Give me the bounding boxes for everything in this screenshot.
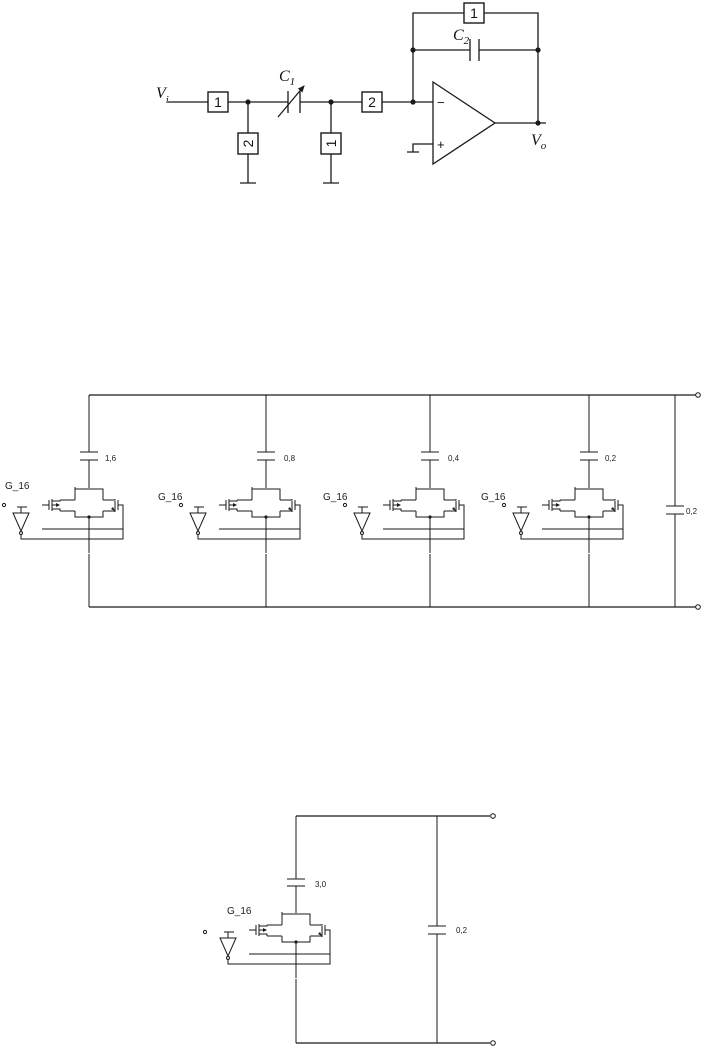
bank-terminal-top — [696, 393, 701, 398]
single-gate-label: G_16 — [227, 906, 252, 917]
vi-label: Vi — [156, 85, 169, 106]
bank-stage-4: 0,2 G_16 — [481, 395, 623, 607]
bank-shunt-cap-value: 0,2 — [686, 507, 698, 516]
switch-box-2-shunt-label: 2 — [240, 139, 256, 147]
bank-stage-3: 0,4 G_16 — [323, 395, 464, 607]
capacitor-c2 — [413, 39, 538, 61]
node-output — [535, 120, 540, 125]
single-series-capacitor — [287, 879, 305, 886]
single-capacitor-figure: 3,0 G_16 0,2 — [203, 814, 495, 1046]
bank-stage-3-switch — [354, 487, 464, 553]
bank-stage-2-cap-value: 0,8 — [284, 454, 296, 463]
c2-label: C2 — [453, 27, 470, 47]
bank-stage-2: 0,8 G_16 — [158, 395, 300, 607]
single-terminal-bottom — [491, 1041, 496, 1046]
switch-box-2-series-label: 2 — [368, 94, 376, 110]
bank-stage-3-cap-value: 0,4 — [448, 454, 460, 463]
single-shunt-capacitor — [428, 816, 446, 1043]
single-terminal-top — [491, 814, 496, 819]
opamp-minus-sign: − — [437, 95, 445, 110]
c1-label: C1 — [279, 68, 295, 88]
single-cap-value: 3,0 — [315, 880, 327, 889]
opamp-ground — [407, 144, 433, 152]
vo-label: Vo — [531, 132, 547, 152]
bank-stage-1: 1,6 G_16 — [2, 395, 123, 607]
bank-stage-1-switch — [13, 487, 123, 553]
bank-stage-3-gate-label: G_16 — [323, 492, 348, 503]
bank-stage-2-capacitor — [257, 452, 275, 460]
switch-box-1-feedback-label: 1 — [470, 5, 478, 21]
bank-stage-1-gate-label: G_16 — [5, 481, 30, 492]
single-switch — [220, 912, 330, 978]
bank-stage-2-switch — [190, 487, 300, 553]
bank-stage-1-capacitor — [80, 452, 98, 460]
bank-shunt-capacitor — [666, 395, 684, 607]
bank-stage-4-gate-label: G_16 — [481, 492, 506, 503]
opamp-plus-sign: + — [437, 137, 445, 152]
bank-terminal-bottom — [696, 605, 701, 610]
bank-stage-3-capacitor — [421, 452, 439, 460]
capacitor-bank-figure: 1,6 G_16 0,8 G_16 0,4 G_16 0,2 G_16 — [2, 393, 700, 610]
single-shunt-cap-value: 0,2 — [456, 926, 468, 935]
bank-stage-2-gate-label: G_16 — [158, 492, 183, 503]
sc-integrator-figure: Vi 1 2 C1 1 2 1 C2 − + — [156, 3, 547, 183]
bank-stage-1-cap-value: 1,6 — [105, 454, 117, 463]
bank-stage-4-capacitor — [580, 452, 598, 460]
bank-stage-4-cap-value: 0,2 — [605, 454, 617, 463]
switch-box-1-shunt-label: 1 — [323, 139, 339, 147]
switch-box-1-input-label: 1 — [214, 94, 222, 110]
bank-stage-4-switch — [513, 487, 623, 553]
